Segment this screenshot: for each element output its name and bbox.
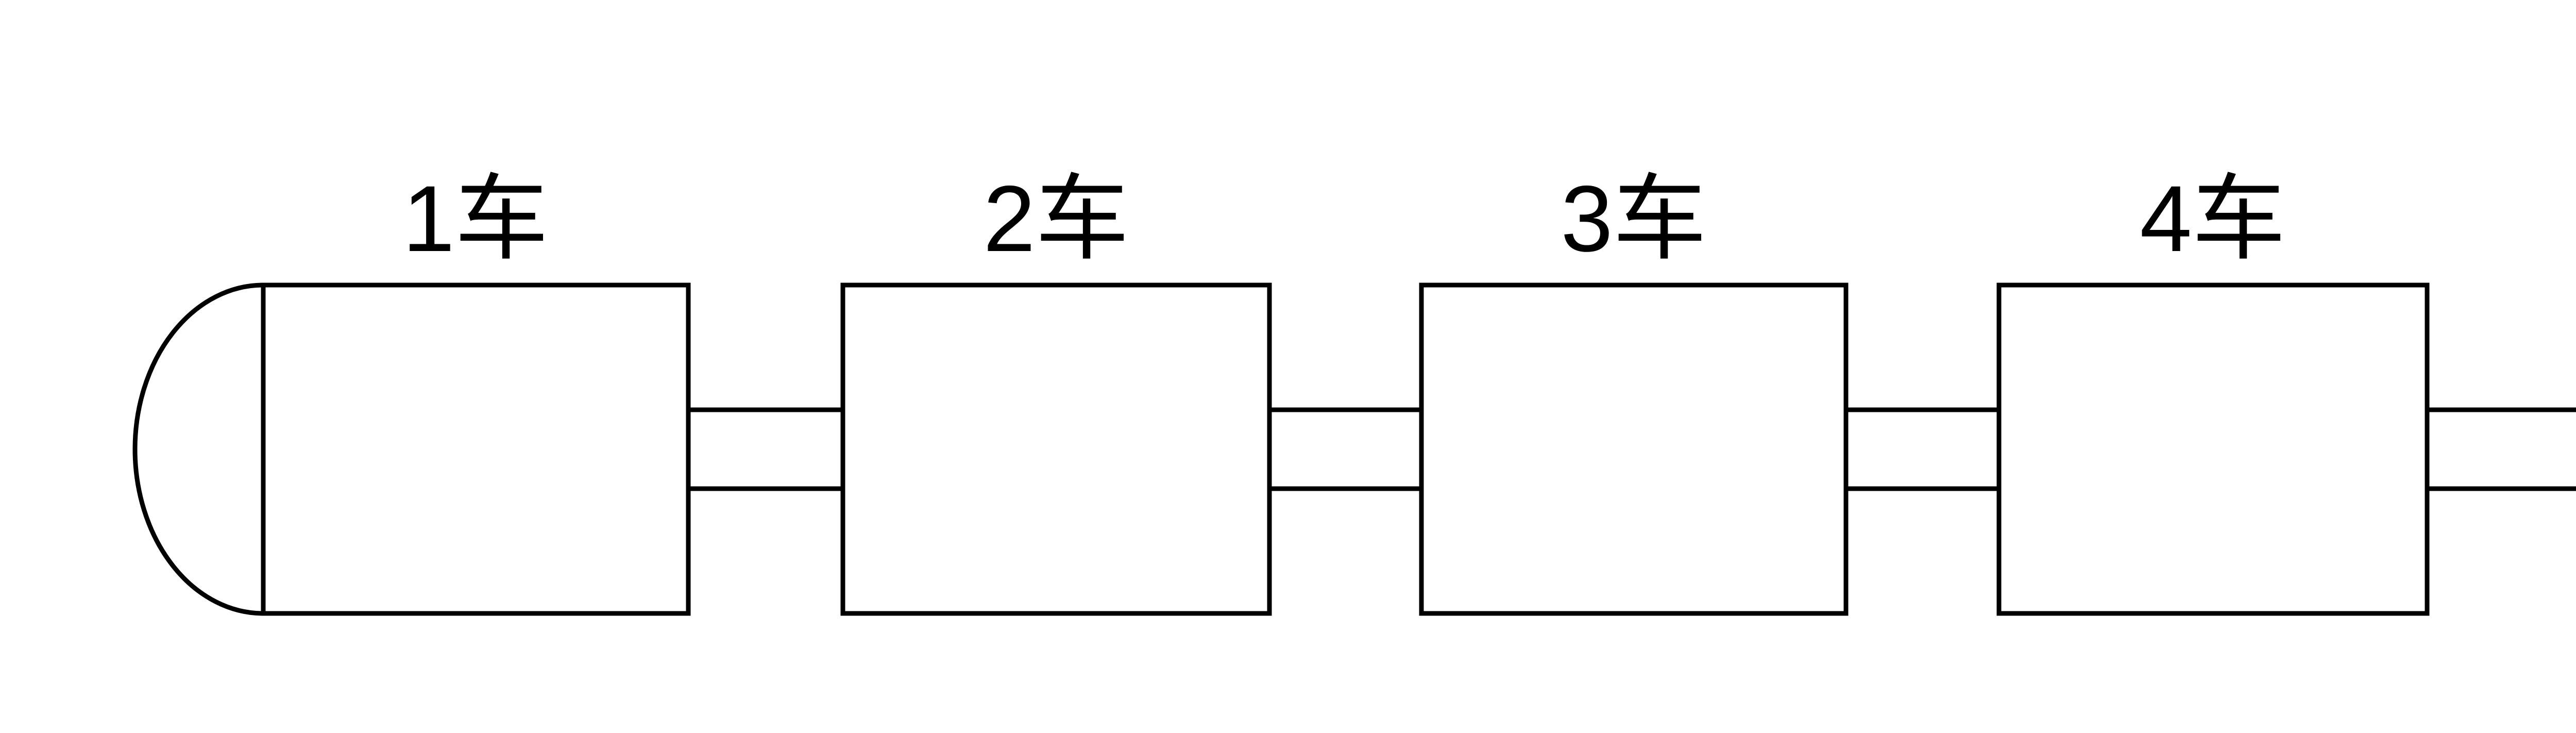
car-labels: 1车 2车 3车 4车 5车 6车 — [402, 166, 2285, 271]
car-4-label: 4车 — [2140, 166, 2285, 271]
car-1-body — [261, 282, 691, 616]
car-1-nose — [132, 282, 264, 616]
car-2-label: 2车 — [983, 166, 1129, 271]
car-4-body — [1996, 282, 2430, 616]
car-1-label: 1车 — [402, 166, 548, 271]
car-3-body — [1419, 282, 1849, 616]
car-2-body — [840, 282, 1272, 616]
train-outline — [132, 282, 2576, 616]
car-3-label: 3车 — [1561, 166, 1706, 271]
